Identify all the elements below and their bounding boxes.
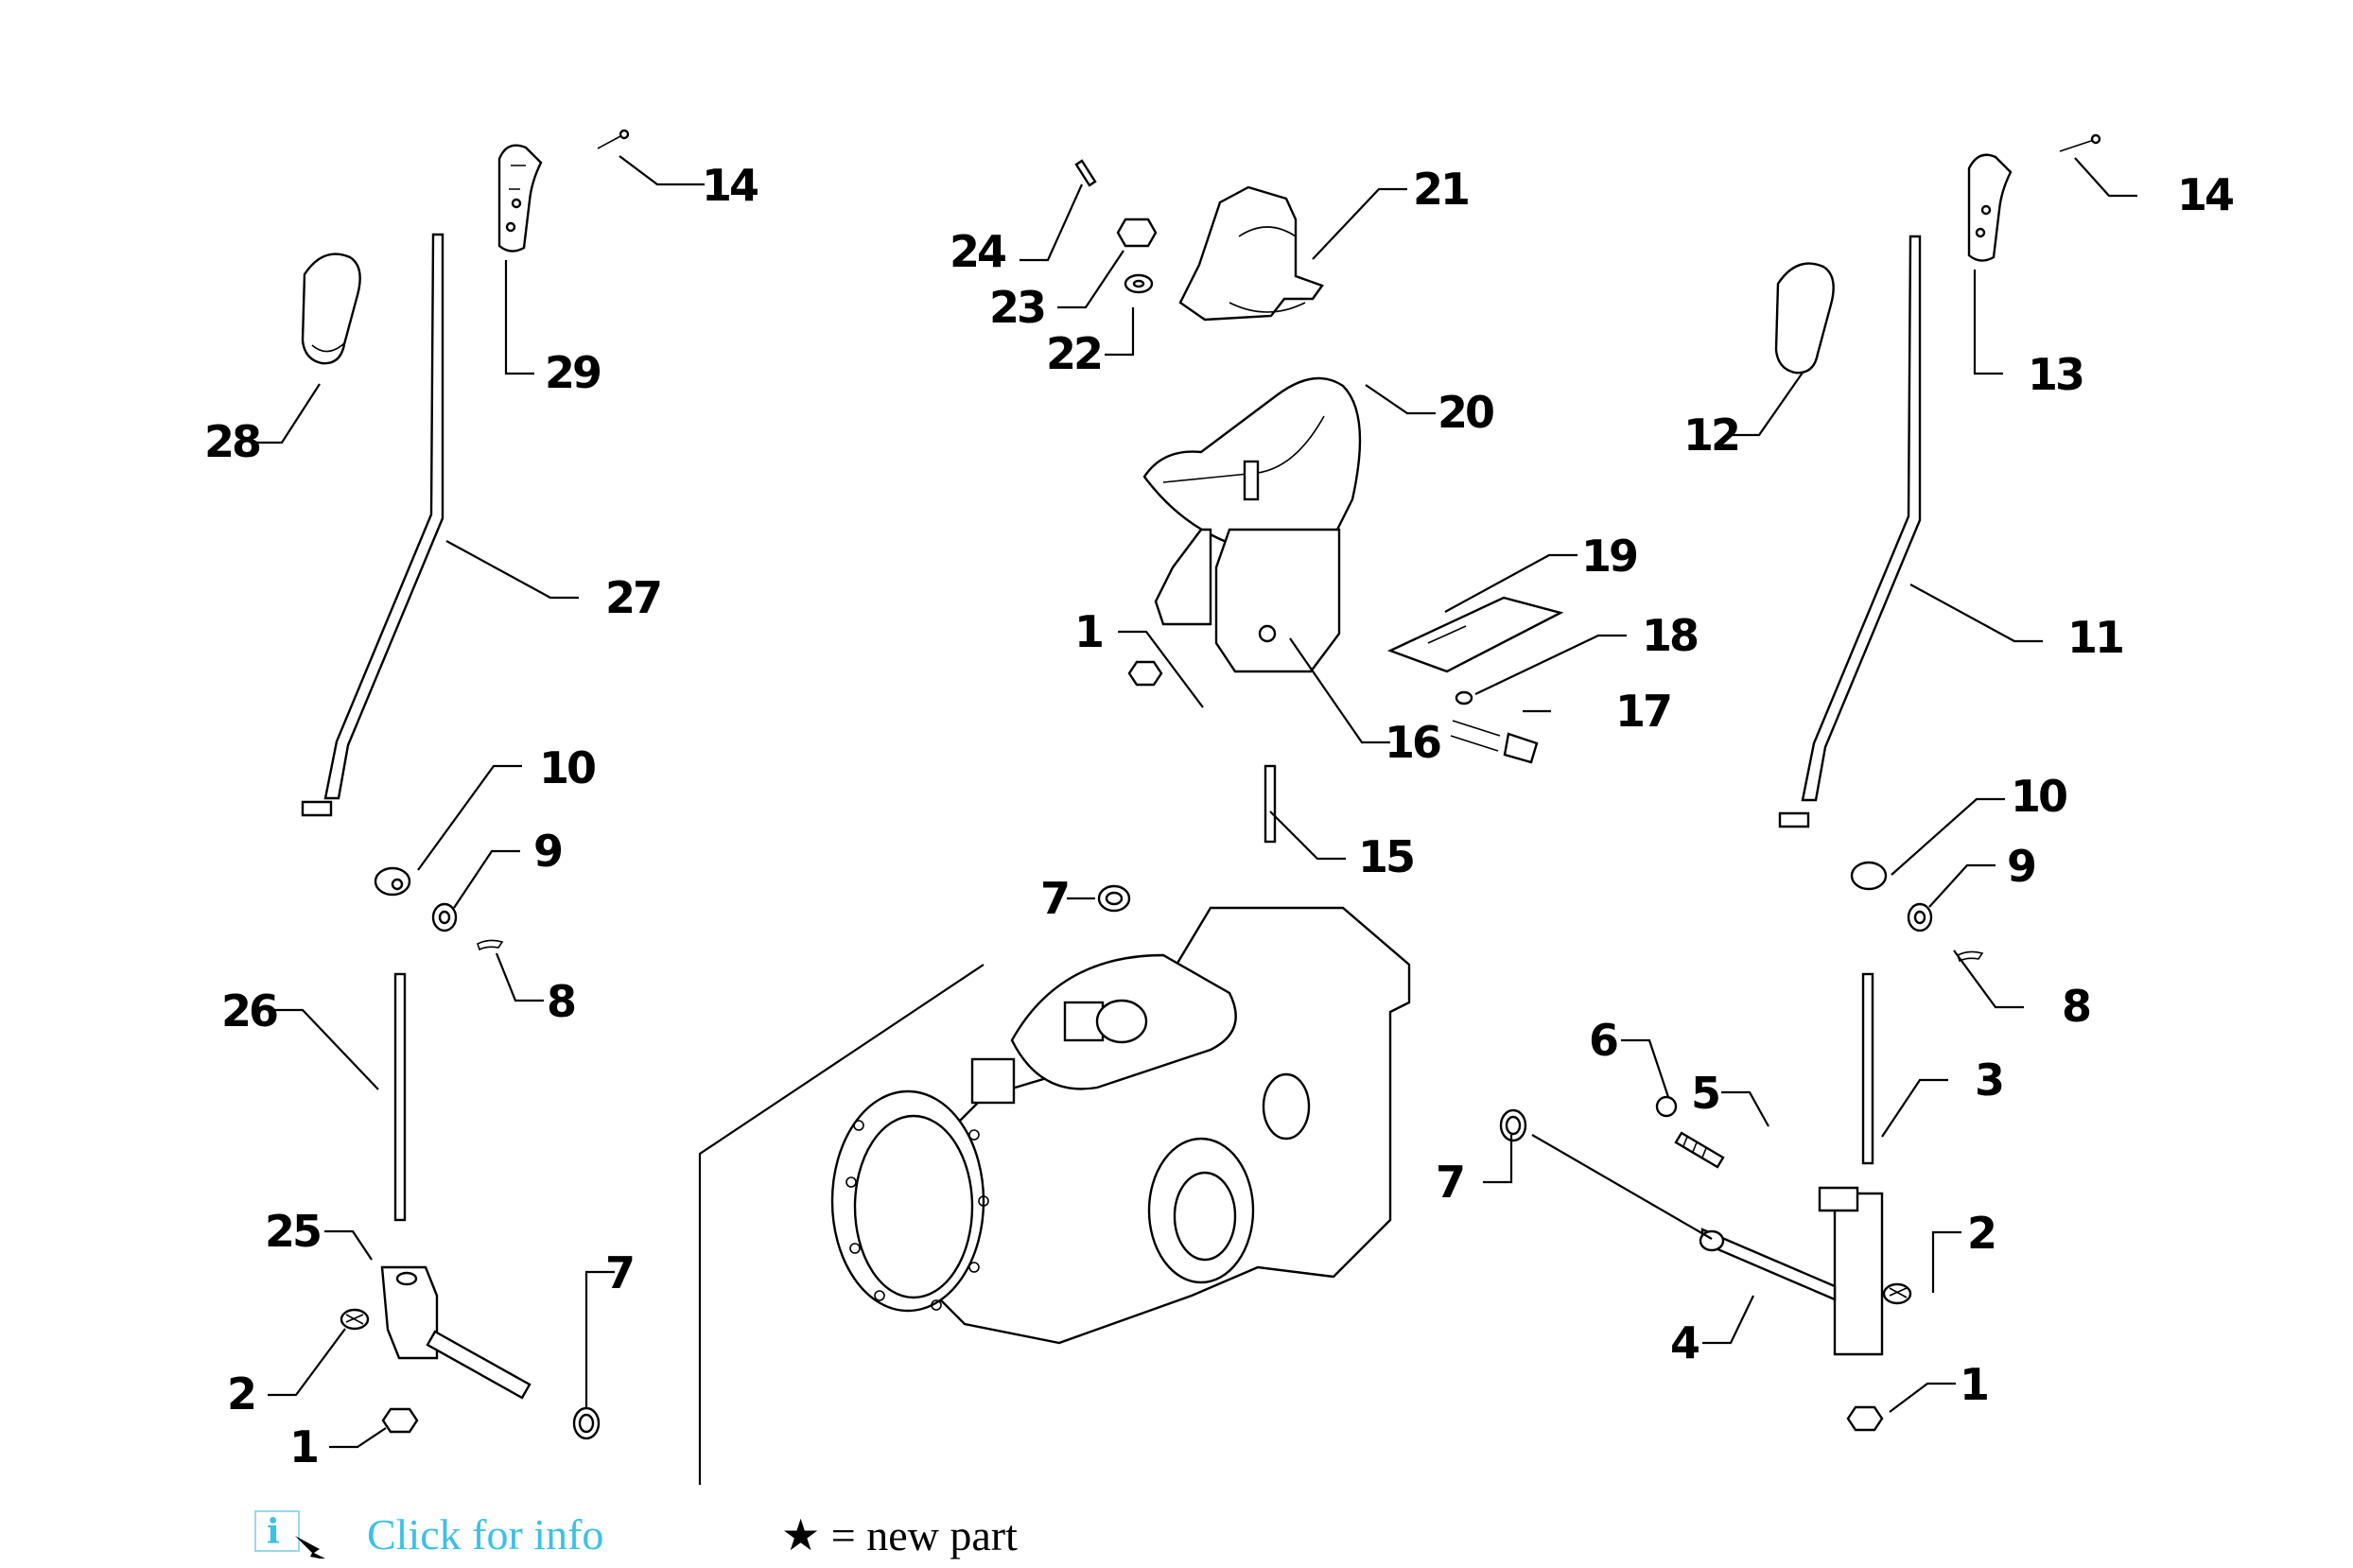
leader-lines: [253, 155, 2137, 1449]
gearbox-housing: [698, 906, 1411, 1485]
right-lever-assembly: [1531, 133, 2101, 1432]
callout-5[interactable]: 5: [1691, 1068, 1721, 1119]
callout-14-left[interactable]: 14: [702, 160, 760, 211]
new-part-legend-text: = new part: [820, 1511, 1018, 1559]
callout-21[interactable]: 21: [1413, 164, 1471, 215]
callout-labels: 14 29 28 27 10 9 8 26 25 2 1 7 24 23 22 …: [204, 160, 2236, 1472]
callout-19[interactable]: 19: [1581, 531, 1640, 582]
callout-11[interactable]: 11: [2067, 612, 2125, 663]
callout-7-top[interactable]: 7: [1040, 873, 1071, 924]
info-icon[interactable]: i: [253, 1509, 340, 1559]
left-lever-assembly: [301, 129, 630, 1440]
seat-bracket-assembly: [1074, 159, 1564, 844]
callout-6[interactable]: 6: [1589, 1015, 1620, 1066]
callout-27[interactable]: 27: [605, 572, 663, 623]
callout-8-left[interactable]: 8: [547, 976, 578, 1027]
callout-2-right[interactable]: 2: [1967, 1208, 1997, 1259]
callout-18[interactable]: 18: [1642, 610, 1700, 661]
callout-8-right[interactable]: 8: [2062, 981, 2093, 1032]
callout-13[interactable]: 13: [2028, 349, 2085, 400]
callout-10-left[interactable]: 10: [539, 742, 598, 793]
callout-28[interactable]: 28: [204, 416, 263, 467]
star-icon: ★: [781, 1511, 821, 1559]
callout-3[interactable]: 3: [1975, 1054, 2005, 1106]
callout-22[interactable]: 22: [1046, 328, 1104, 379]
callout-14-right[interactable]: 14: [2177, 169, 2236, 220]
callout-20[interactable]: 20: [1438, 387, 1496, 438]
gearbox-seals: [1097, 884, 1527, 1142]
callout-1-center[interactable]: 1: [1074, 606, 1105, 657]
callout-25[interactable]: 25: [265, 1206, 322, 1257]
callout-1-right[interactable]: 1: [1960, 1359, 1990, 1410]
callout-29[interactable]: 29: [545, 347, 603, 398]
callout-7-left[interactable]: 7: [605, 1247, 636, 1298]
callout-10-right[interactable]: 10: [2011, 771, 2069, 822]
info-link[interactable]: Click for info: [367, 1510, 604, 1559]
callout-9-right[interactable]: 9: [2007, 841, 2038, 892]
new-part-legend: ★ = new part: [781, 1509, 1018, 1560]
callout-12[interactable]: 12: [1683, 409, 1741, 461]
callout-1-left[interactable]: 1: [289, 1421, 320, 1472]
callout-17[interactable]: 17: [1615, 686, 1673, 737]
callout-24[interactable]: 24: [950, 226, 1008, 277]
info-icon-letter: i: [267, 1512, 280, 1552]
callout-26[interactable]: 26: [221, 985, 280, 1037]
callout-23[interactable]: 23: [989, 282, 1047, 333]
callout-4[interactable]: 4: [1670, 1317, 1701, 1368]
callout-7-right[interactable]: 7: [1436, 1157, 1466, 1208]
callout-16[interactable]: 16: [1385, 717, 1443, 768]
callout-15[interactable]: 15: [1358, 831, 1416, 882]
callout-9-left[interactable]: 9: [533, 826, 565, 877]
callout-2-left[interactable]: 2: [227, 1368, 257, 1420]
